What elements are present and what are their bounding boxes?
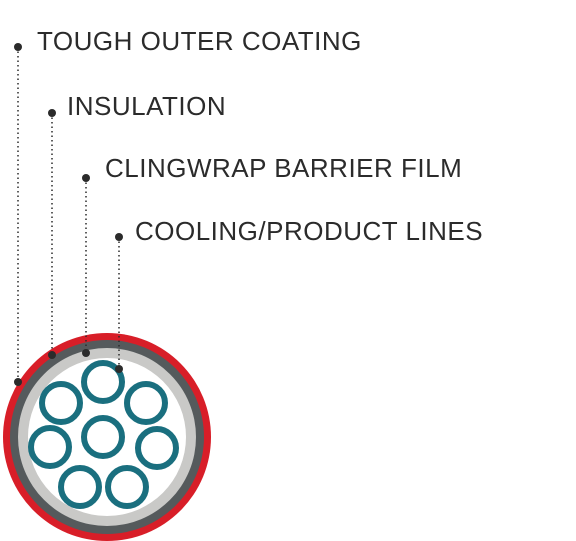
label-dot-outer-coating: [14, 43, 22, 51]
tube-lower-right: [105, 465, 149, 509]
labels: TOUGH OUTER COATING INSULATION CLINGWRAP…: [37, 26, 483, 246]
label-cooling-lines: COOLING/PRODUCT LINES: [135, 216, 483, 246]
tube-center: [81, 415, 125, 459]
cable-cross-section: [3, 333, 211, 541]
label-dot-insulation: [48, 109, 56, 117]
anchor-dot-insulation: [48, 351, 56, 359]
tube-lower-left: [58, 465, 102, 509]
leader-dots: [14, 43, 123, 386]
leader-lines: [17, 47, 120, 382]
cooling-product-tubes: [28, 360, 179, 509]
tube-middle-left: [28, 425, 72, 469]
label-barrier-film: CLINGWRAP BARRIER FILM: [105, 153, 462, 183]
label-dot-cooling-lines: [115, 233, 123, 241]
label-insulation: INSULATION: [67, 91, 226, 121]
anchor-dot-cooling-lines: [115, 365, 123, 373]
anchor-dot-outer-coating: [14, 378, 22, 386]
anchor-dot-barrier-film: [82, 349, 90, 357]
tube-upper-left: [39, 381, 83, 425]
tube-middle-right: [135, 426, 179, 470]
label-outer-coating: TOUGH OUTER COATING: [37, 26, 362, 56]
label-dot-barrier-film: [82, 174, 90, 182]
tube-upper-right: [124, 381, 168, 425]
tube-top: [81, 360, 125, 404]
